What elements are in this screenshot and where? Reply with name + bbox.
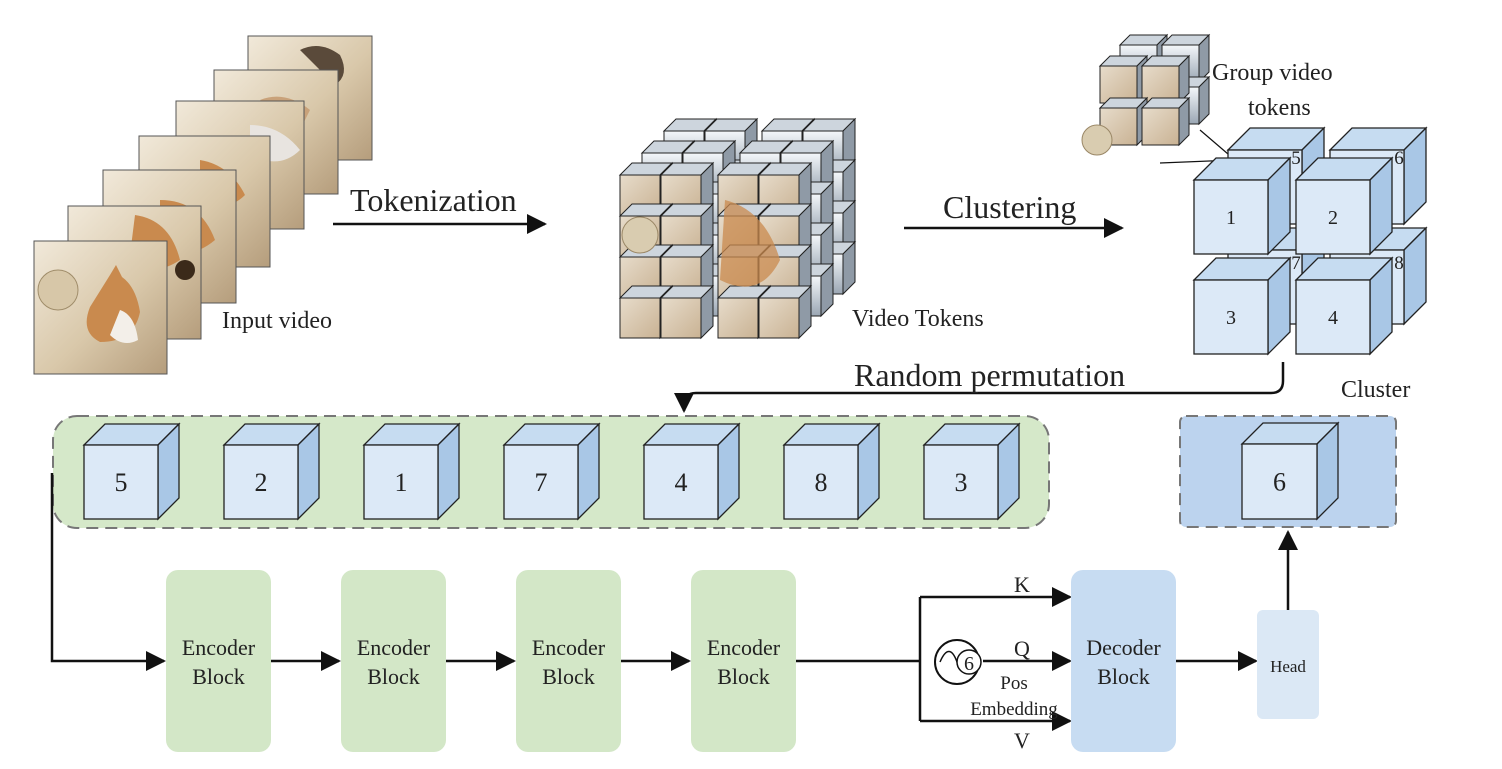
input-video-label: Input video — [222, 308, 332, 334]
random-permutation-label: Random permutation — [854, 357, 1125, 393]
cluster-label: Cluster — [1341, 377, 1410, 403]
clustering-label: Clustering — [943, 189, 1076, 225]
random-permutation-arrow: Random permutation — [674, 357, 1285, 413]
group-video-tokens — [1081, 33, 1211, 156]
cluster-cube-front: 1 — [1192, 156, 1292, 256]
value-label: V — [1014, 728, 1030, 753]
video-token-cube — [757, 284, 813, 340]
sequence-token-cube: 5 — [82, 422, 181, 521]
head-label: Head — [1270, 657, 1306, 676]
target-cube: 6 — [1240, 421, 1340, 521]
sequence-token-cube: 1 — [362, 422, 461, 521]
sequence-token-cube: 7 — [502, 422, 601, 521]
encoder-blocks: EncoderBlockEncoderBlockEncoderBlockEnco… — [166, 570, 796, 752]
pos-embedding-number: 6 — [964, 653, 974, 675]
permuted-sequence-cubes: 5 2 1 7 4 8 3 — [82, 422, 1021, 521]
group-token-cube — [1140, 96, 1191, 147]
cluster-cube-back-number: 7 — [1291, 253, 1301, 274]
group-token-cube — [1098, 54, 1149, 105]
video-token-cube — [757, 161, 813, 217]
cube-number: 5 — [115, 468, 128, 497]
decoder-block: Decoder Block — [1071, 570, 1176, 752]
cube-number: 4 — [675, 468, 688, 497]
pos-embedding-label-line1: Pos — [1000, 673, 1027, 694]
cube-number: 2 — [255, 468, 268, 497]
pos-embedding-label-line2: Embedding — [970, 699, 1058, 720]
sequence-token-cube: 4 — [642, 422, 741, 521]
input-video-frames: Input video — [33, 35, 373, 375]
cluster-cube-back-number: 8 — [1394, 253, 1404, 274]
cube-number: 8 — [815, 468, 828, 497]
sequence-token-cube: 3 — [922, 422, 1021, 521]
cube-number: 3 — [955, 468, 968, 497]
cube-number: 7 — [535, 468, 548, 497]
key-label: K — [1014, 572, 1030, 597]
video-frame-front — [33, 240, 168, 375]
cluster-cube-front: 2 — [1294, 156, 1394, 256]
query-label: Q — [1014, 636, 1030, 661]
cube-number: 1 — [1226, 207, 1236, 229]
cluster-cube-back-number: 5 — [1291, 148, 1301, 169]
video-token-cube — [659, 284, 715, 340]
encoder-block-label-line2: Block — [542, 664, 595, 689]
cluster-cube-back-number: 6 — [1394, 148, 1404, 169]
cluster-cube-front: 3 — [1192, 256, 1292, 356]
group-token-cube — [1140, 54, 1191, 105]
cube-number: 6 — [1273, 468, 1286, 497]
group-video-tokens-label-line2: tokens — [1248, 95, 1311, 121]
decoder-block-label-line2: Block — [1097, 664, 1150, 689]
encoder-block-label-line2: Block — [717, 664, 770, 689]
target-token-cube: 6 — [1240, 421, 1340, 521]
tokenization-label: Tokenization — [350, 182, 517, 218]
pipeline-connectors — [50, 473, 1298, 731]
video-tokens-label: Video Tokens — [852, 306, 984, 332]
encoder-block-label-line1: Encoder — [707, 635, 781, 660]
pos-embedding: 6 Pos Embedding — [934, 639, 1058, 720]
sequence-token-cube: 8 — [782, 422, 881, 521]
encoder-block-label-line2: Block — [367, 664, 420, 689]
clustering-arrow: Clustering — [904, 189, 1124, 238]
encoder-block-label-line1: Encoder — [532, 635, 606, 660]
cube-number: 4 — [1328, 307, 1338, 329]
cube-number: 2 — [1328, 207, 1338, 229]
encoder-block-label-line2: Block — [192, 664, 245, 689]
group-video-tokens-label-line1: Group video — [1212, 60, 1333, 86]
sequence-token-cube: 2 — [222, 422, 321, 521]
cube-number: 3 — [1226, 307, 1236, 329]
encoder-block-label-line1: Encoder — [182, 635, 256, 660]
cube-number: 1 — [395, 468, 408, 497]
video-tokens-grid — [618, 117, 857, 340]
tokenization-arrow: Tokenization — [333, 182, 547, 234]
encoder-block-label-line1: Encoder — [357, 635, 431, 660]
cluster-cube-front: 4 — [1294, 256, 1394, 356]
cluster-cubes: 1 2 3 4 5 6 7 8 — [1192, 126, 1428, 356]
head-block: Head — [1257, 610, 1319, 719]
decoder-block-label-line1: Decoder — [1086, 635, 1161, 660]
